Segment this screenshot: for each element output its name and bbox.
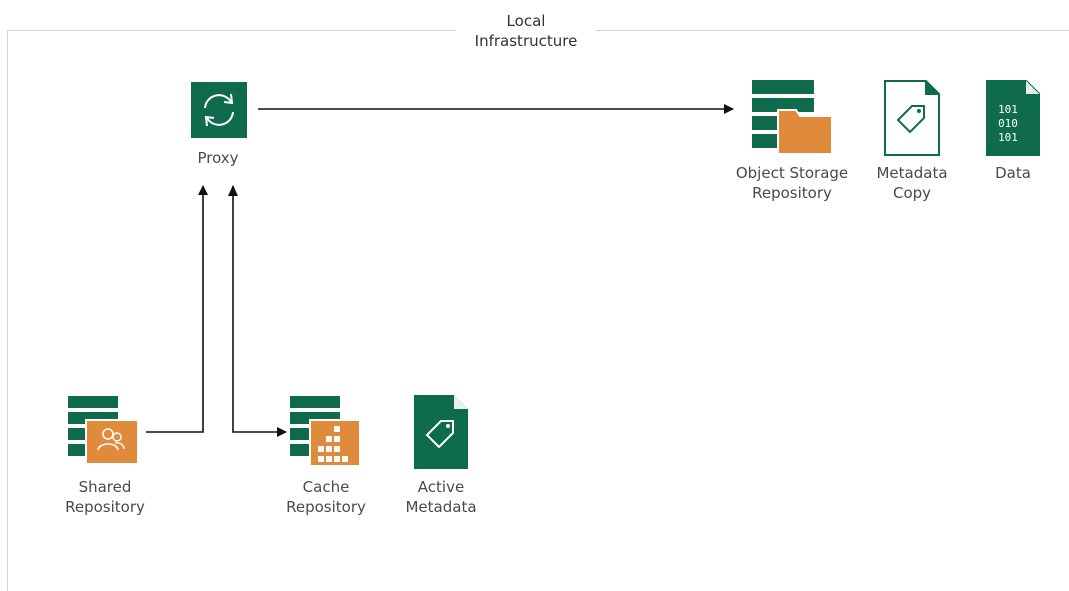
cache-repository-icon[interactable]: [290, 396, 360, 466]
arrow-shared-to-proxy: [146, 185, 208, 433]
proxy-label: Proxy: [197, 149, 239, 167]
active-metadata-label-line2: Metadata: [405, 498, 477, 516]
cache-repository-label-line1: Cache: [302, 478, 350, 496]
active-metadata-label-line1: Active: [417, 478, 465, 496]
shared-repository-icon[interactable]: [68, 396, 138, 464]
frame-title: Local Infrastructure: [456, 11, 596, 51]
data-file-icon[interactable]: 101 010 101: [986, 80, 1040, 156]
shared-repository-label: Shared Repository: [65, 477, 145, 517]
metadata-copy-label-line2: Copy: [892, 184, 932, 202]
cache-repository-label-line2: Repository: [286, 498, 366, 516]
frame-title-line1: Local: [506, 12, 546, 30]
active-metadata-label: Active Metadata: [405, 477, 476, 517]
metadata-copy-label-line1: Metadata: [876, 164, 948, 182]
object-storage-label: Object Storage Repository: [736, 163, 848, 203]
object-storage-label-line2: Repository: [752, 184, 832, 202]
active-metadata-icon[interactable]: [414, 395, 468, 469]
data-label: Data: [995, 164, 1031, 182]
connection-arrows: [146, 104, 734, 437]
binary-line-2: 010: [998, 117, 1018, 130]
binary-line-3: 101: [998, 131, 1018, 144]
arrow-proxy-to-cache: [232, 186, 287, 437]
binary-line-1: 101: [998, 103, 1018, 116]
object-storage-label-line1: Object Storage: [735, 164, 849, 182]
metadata-copy-label: Metadata Copy: [876, 163, 947, 203]
metadata-copy-icon[interactable]: [884, 80, 940, 156]
shared-repository-label-line2: Repository: [65, 498, 145, 516]
shared-repository-label-line1: Shared: [78, 478, 132, 496]
object-storage-repository-icon[interactable]: [752, 80, 832, 154]
arrowhead-up-cache-line: [228, 185, 238, 196]
cache-repository-label: Cache Repository: [286, 477, 366, 517]
frame-title-line2: Infrastructure: [474, 32, 578, 50]
proxy-icon[interactable]: [191, 82, 247, 138]
